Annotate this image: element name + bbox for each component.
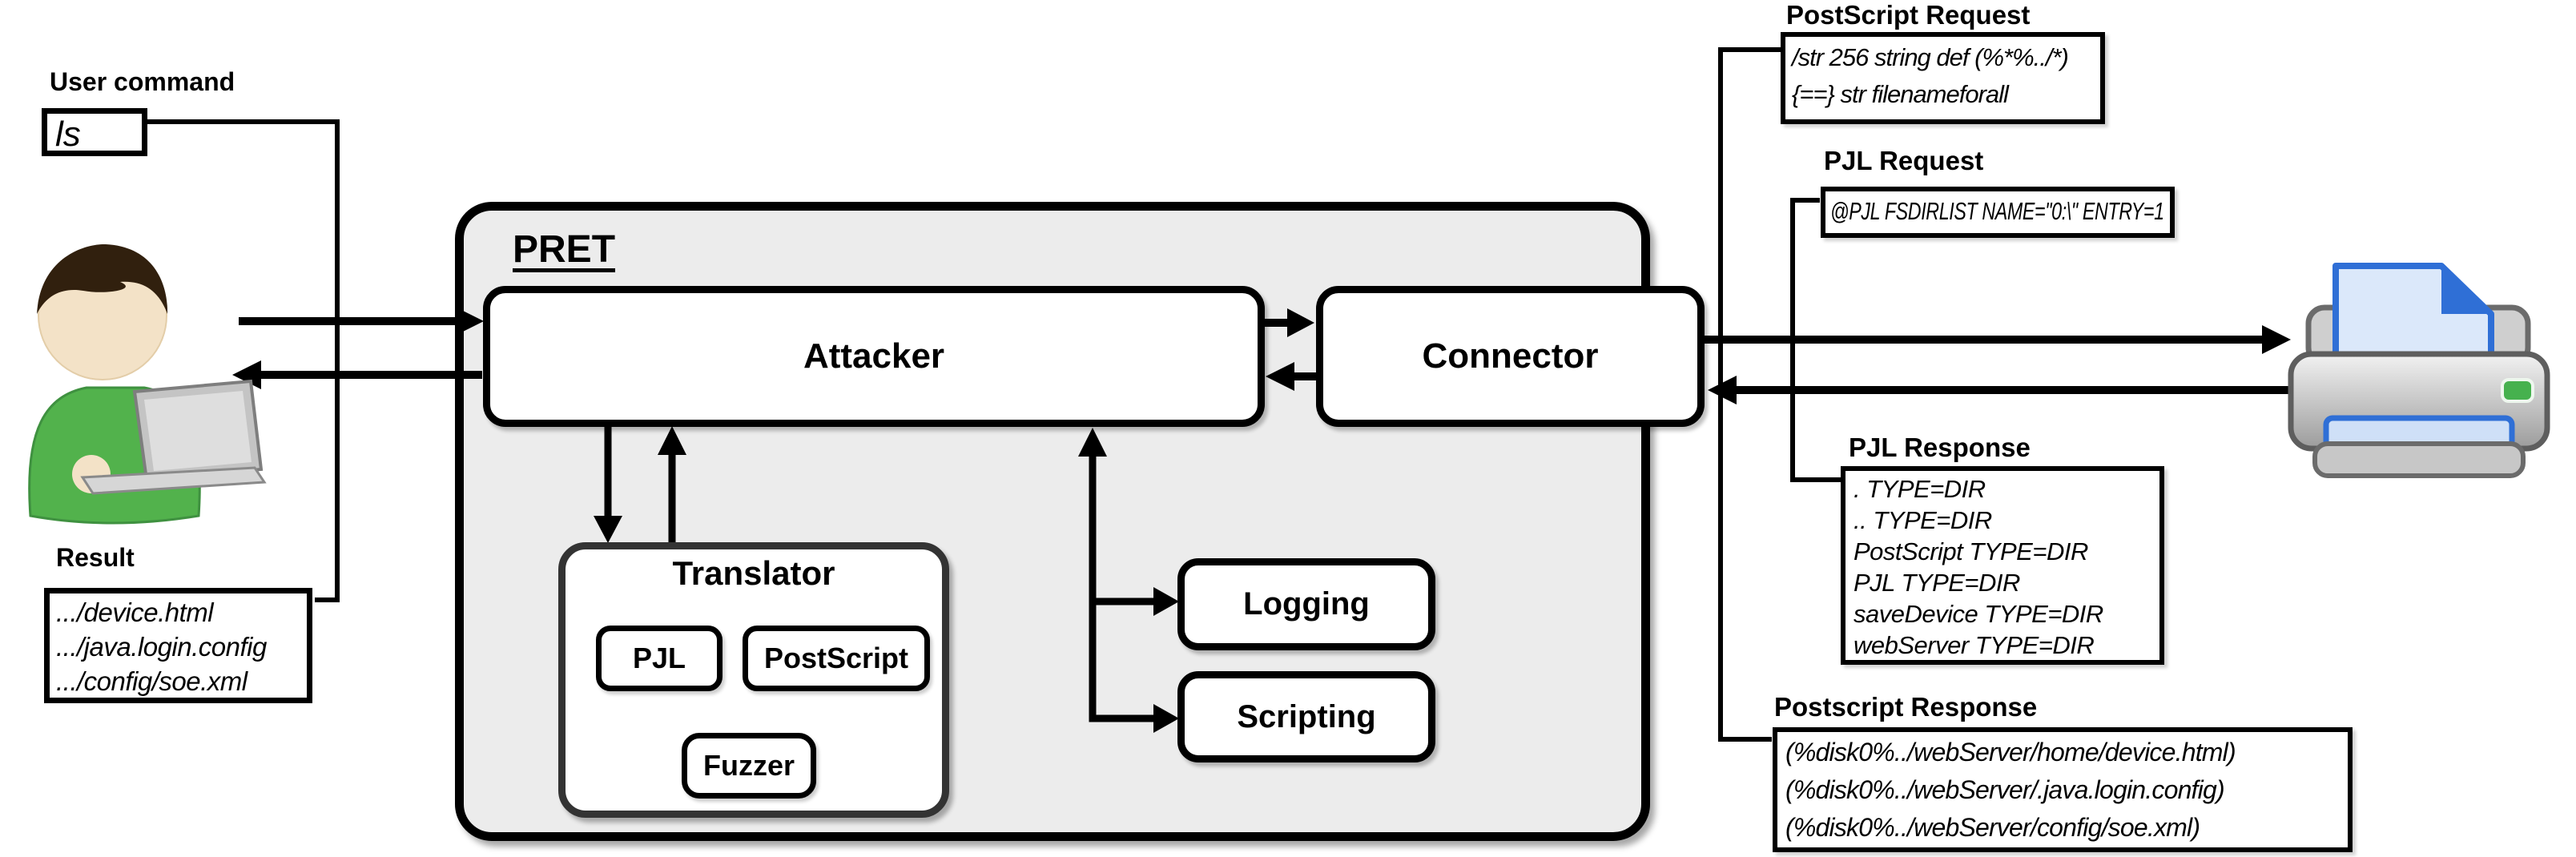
postscript-request-box: /str 256 string def (%*%../*){==} str fi… [1781,32,2105,124]
arrowhead-into-translator [594,516,622,543]
modules-to-attacker-line [1089,455,1153,722]
pjl-response-title: PJL Response [1849,433,2031,462]
result-label: Result [56,543,135,572]
connector-node: Connector [1316,286,1705,427]
arrowhead-into-logging [1153,587,1179,616]
user-command-connector-line [133,119,340,602]
logging-node: Logging [1177,558,1435,650]
arrowhead-into-scripting [1153,704,1179,733]
arrowhead-into-printer [2262,325,2291,354]
user-icon [28,243,267,525]
pret-title: PRET [513,228,616,271]
printer-led [2501,378,2534,403]
arrowhead-into-attacker-bottom-left [658,426,686,455]
pjl-node: PJL [596,626,722,691]
arrowhead-into-attacker-left [455,307,484,336]
postscript-response-box: (%disk0%../webServer/home/device.html)(%… [1773,727,2353,852]
arrowhead-into-attacker-right [1266,362,1294,391]
fuzzer-node: Fuzzer [682,733,816,799]
arrowhead-into-user [232,360,261,389]
attacker-node: Attacker [483,286,1265,427]
printer-icon [2288,263,2550,478]
arrowhead-into-attacker-bottom-right [1078,428,1107,457]
pjl-request-title: PJL Request [1824,146,1984,175]
user-command-box: ls [42,108,147,156]
arrowhead-into-connector-left [1287,308,1314,337]
pjl-request-box: @PJL FSDIRLIST NAME="0:\" ENTRY=1 COUNT=… [1821,187,2175,238]
user-command-label: User command [50,67,235,96]
postscript-request-title: PostScript Request [1786,0,2031,30]
result-box: .../device.html.../java.login.config.../… [44,588,312,703]
postscript-node: PostScript [743,626,930,691]
scripting-node: Scripting [1177,671,1435,762]
arrowhead-into-connector-right [1708,376,1737,404]
translator-title: Translator [672,554,835,592]
postscript-response-title: Postscript Response [1774,692,2038,722]
